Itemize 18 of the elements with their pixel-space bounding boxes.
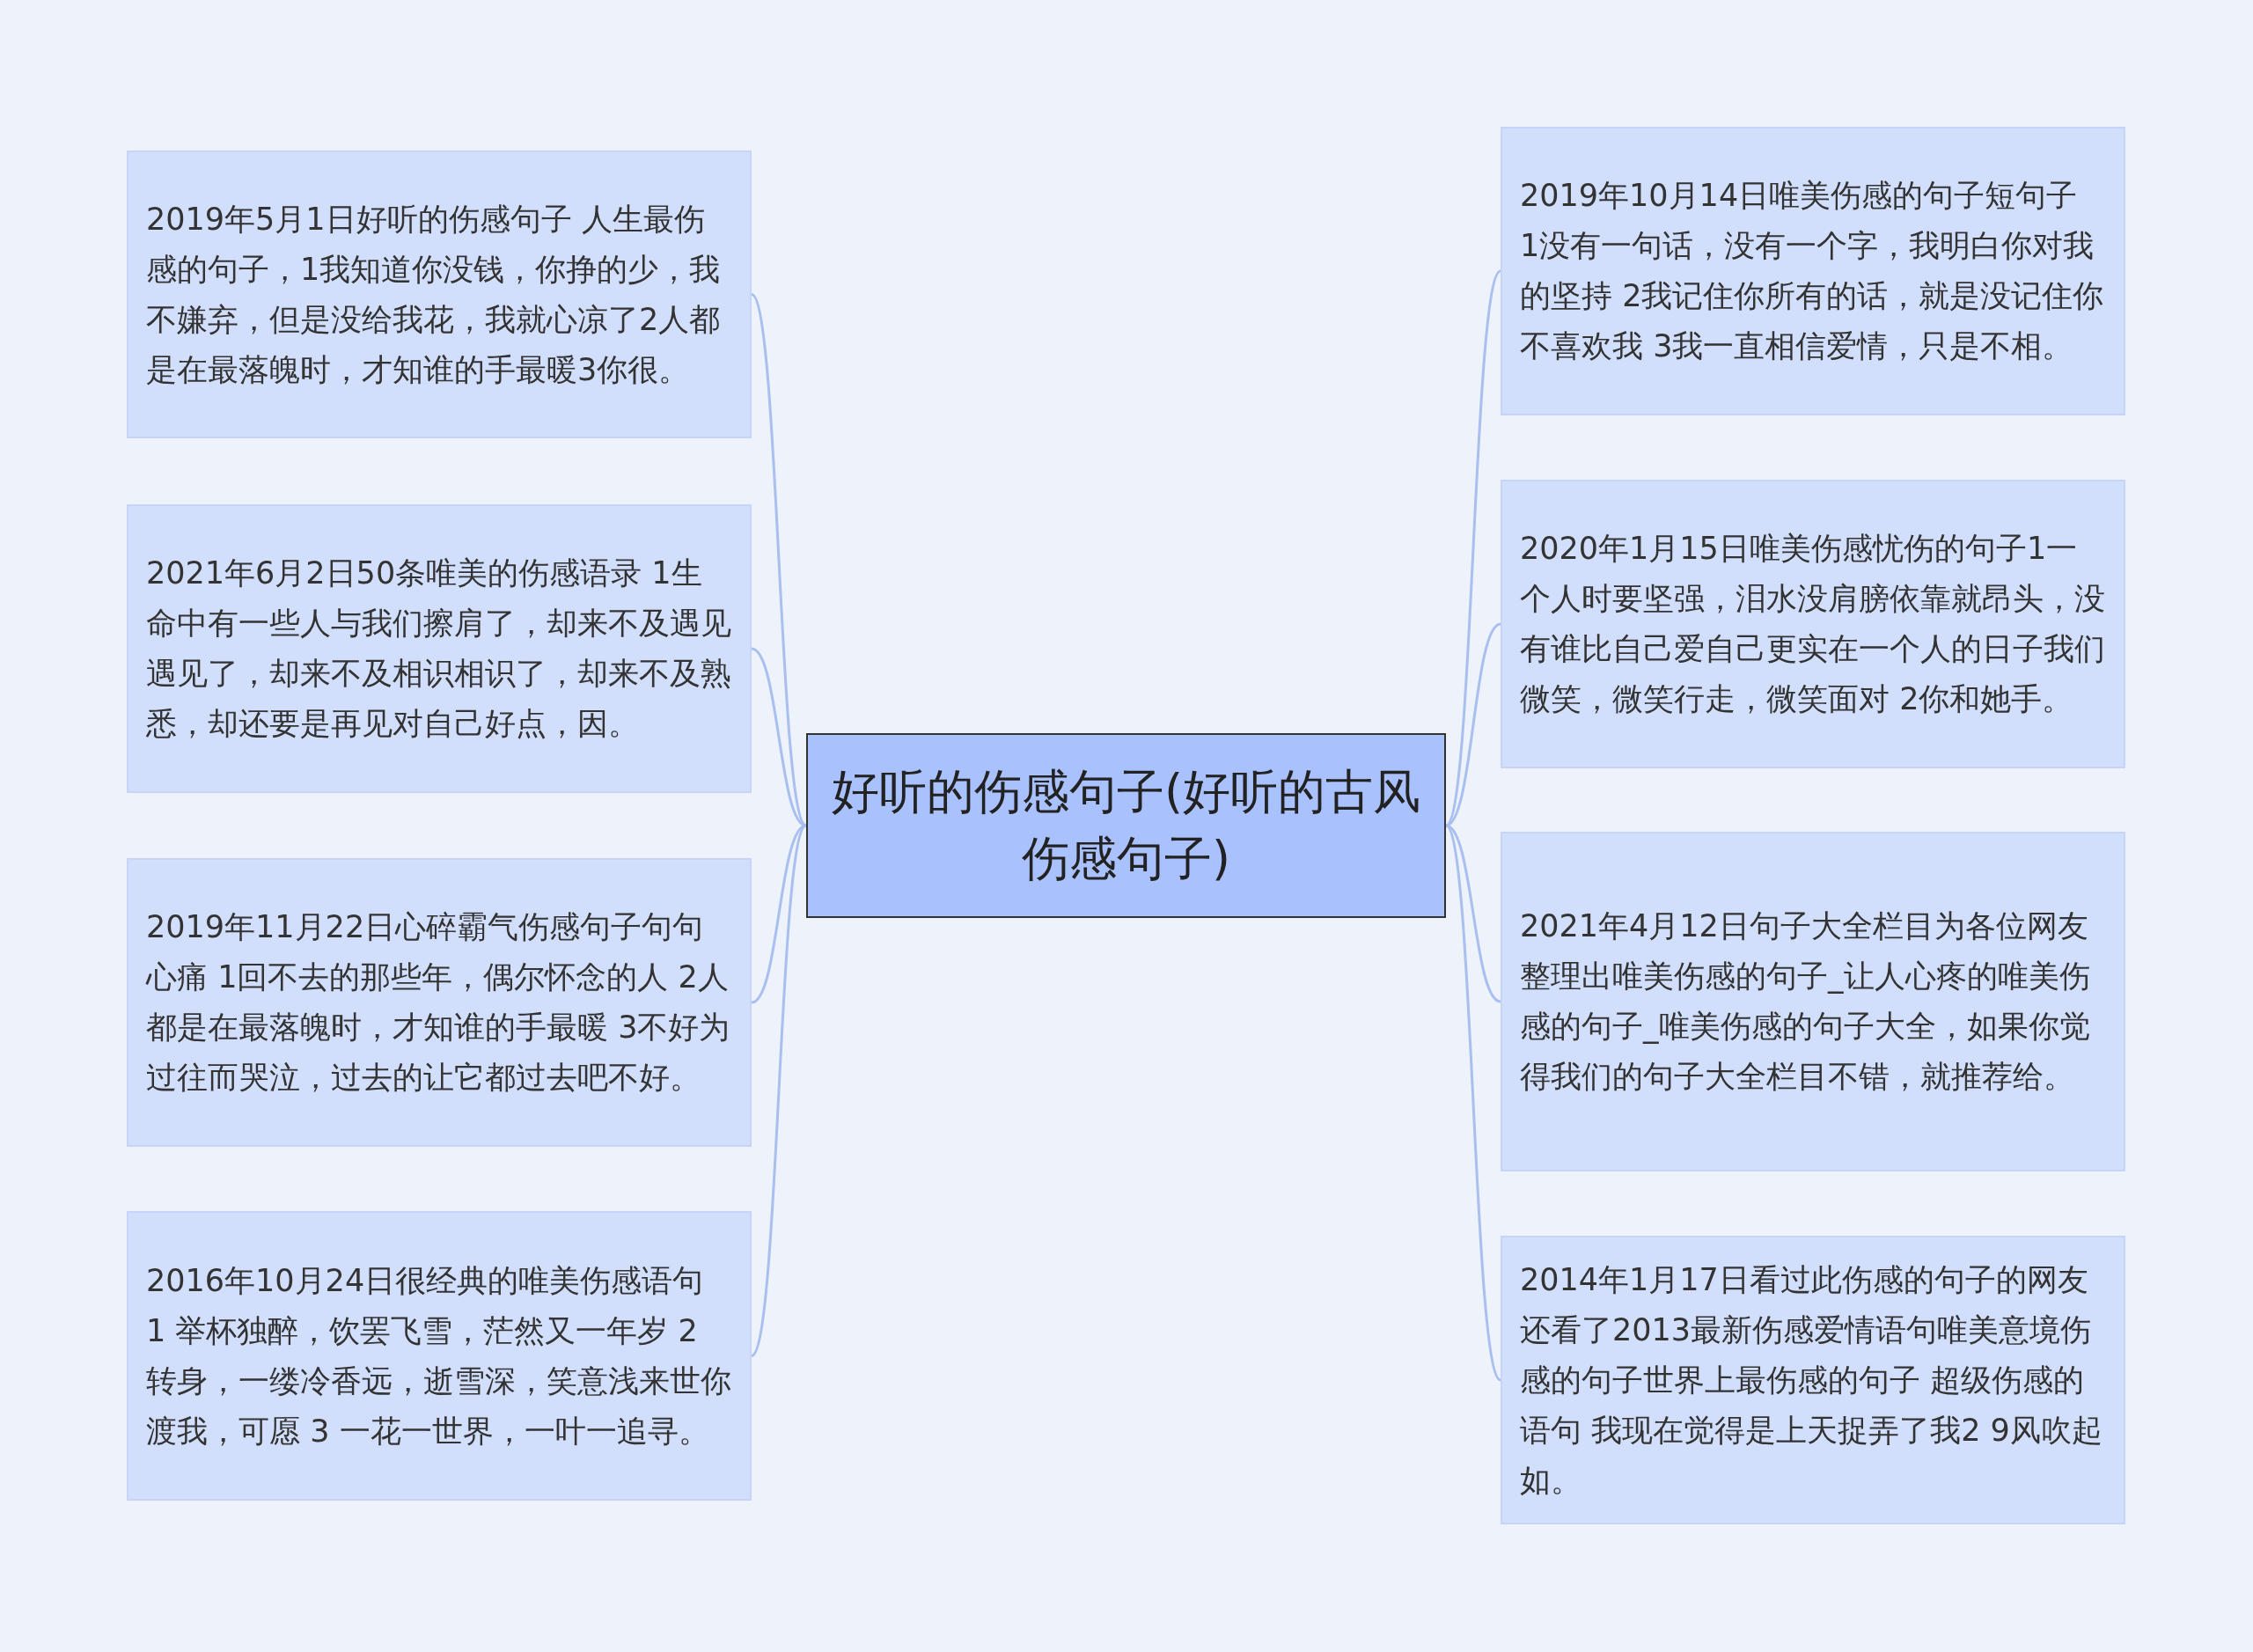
- central-topic-box: [806, 733, 1446, 918]
- topic-box: [127, 1211, 752, 1501]
- topic-box: [1501, 832, 2125, 1171]
- topic-text: 2020年1月15日唯美伤感忧伤的句子1一个人时要坚强，泪水没肩膀依靠就昂头，没有谁比自己爱自己更实在一个人的日子我们微笑，微笑行走，微笑面对 2你和她手。: [1520, 530, 2106, 718]
- topic-box: [127, 858, 752, 1147]
- topic-text: 2021年6月2日50条唯美的伤感语录 1生命中有一些人与我们擦肩了，却来不及遇见遇见了，却来不及相识相识了，却来不及熟悉，却还要是再见对自己好点，因。: [146, 554, 732, 743]
- topic-text: 2014年1月17日看过此伤感的句子的网友还看了2013最新伤感爱情语句唯美意境伤感的句子世界上最伤感的句子 超级伤感的语句 我现在觉得是上天捉弄了我2 9风吹起如。: [1520, 1260, 2103, 1500]
- topic-box: [1501, 480, 2125, 768]
- topic-text: 2019年10月14日唯美伤感的句子短句子 1没有一句话，没有一个字，我明白你对我的坚持 2我记住你所有的话，就是没记住你不喜欢我 3我一直相信爱情，只是不相。: [1520, 177, 2105, 365]
- topic-box: [127, 151, 752, 438]
- topic-text: 2021年4月12日句子大全栏目为各位网友整理出唯美伤感的句子_让人心疼的唯美伤感的句子_唯美伤感的句子大全，如果你觉得我们的句子大全栏目不错，就推荐给。: [1520, 907, 2091, 1096]
- topic-box: [1501, 1236, 2125, 1524]
- topic-text: 2019年5月1日好听的伤感句子 人生最伤感的句子，1我知道你没钱，你挣的少，我不嫌弃，但是没给我花，我就心凉了2人都是在最落魄时，才知谁的手最暖3你很。: [146, 200, 722, 389]
- topic-box: [1501, 127, 2125, 415]
- topic-box: [127, 504, 752, 793]
- central-topic-text: 好听的伤感句子(好听的古风伤感句子): [830, 763, 1422, 888]
- topic-text: 2016年10月24日很经典的唯美伤感语句 1 举杯独醉，饮罢飞雪，茫然又一年岁 2 转身，一缕冷香远，逝雪深，笑意浅来世你渡我，可愿 3 一花一世界，一叶一追寻。: [146, 1261, 732, 1450]
- topic-text: 2019年11月22日心碎霸气伤感句子句句心痛 1回不去的那些年，偶尔怀念的人 2人都是在最落魄时，才知谁的手最暖 3不好为过往而哭泣，过去的让它都过去吧不好。: [146, 908, 731, 1097]
